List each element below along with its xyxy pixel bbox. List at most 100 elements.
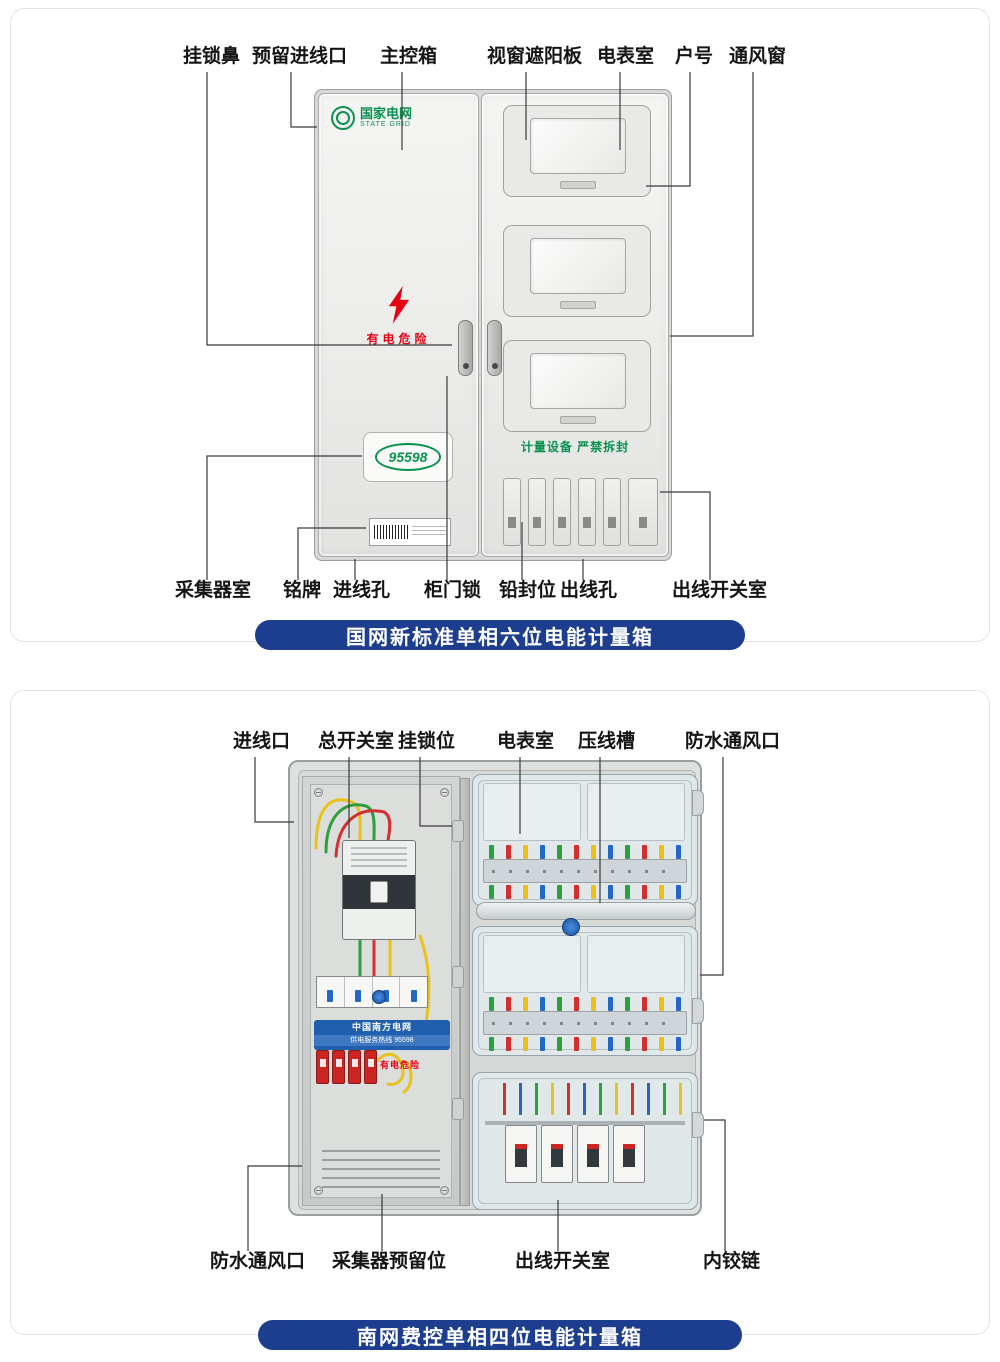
outlet-breaker: [613, 1125, 645, 1183]
meter-bay-outline: [483, 783, 581, 841]
terminal-strip: [483, 1011, 687, 1035]
house-number-slot: [560, 416, 596, 424]
padlock-latch-tab: [452, 966, 464, 988]
label-waterproof-vent-bottom: 防水通风口: [210, 1251, 306, 1272]
label-vent-window: 通风窗: [729, 46, 787, 67]
six-position-meter-cabinet: 国家电网 STATE GRID 有电危险 95598: [314, 89, 672, 561]
outlet-breaker: [541, 1125, 573, 1183]
switch-window: [603, 478, 621, 546]
south-grid-hotline: 供电服务热线 95598: [314, 1035, 450, 1046]
state-grid-emblem-icon: [331, 106, 355, 130]
brand-name-en: STATE GRID: [360, 121, 411, 129]
breaker-face-band: [343, 875, 415, 909]
brand-name: 国家电网: [360, 106, 413, 121]
panel2-title-banner: 南网费控单相四位电能计量箱: [258, 1320, 742, 1350]
label-reserved-inlet: 预留进线口: [252, 46, 348, 67]
right-door-handle: [487, 320, 502, 376]
outlet-switch-compartment-cover: [472, 1072, 698, 1210]
terminal-wire-stubs: [489, 845, 681, 859]
label-nameplate: 铭牌: [283, 580, 322, 601]
label-main-control-box: 主控箱: [380, 46, 438, 67]
four-position-meter-box: 中国南方电网 供电服务热线 95598 有电危险: [288, 760, 704, 1216]
mini-breaker: [400, 977, 427, 1007]
label-meter-room-2: 电表室: [497, 731, 555, 752]
meter-window-1: [503, 105, 651, 197]
switch-window-wide: [628, 478, 658, 546]
outlet-switch-windows: [503, 478, 658, 546]
seal-warning-text: 计量设备 严禁拆封: [520, 440, 630, 454]
meter-bay-outline: [587, 935, 685, 993]
breaker-wires: [503, 1083, 682, 1115]
label-outlet-switch-room-1: 出线开关室: [672, 580, 768, 601]
screw-icon: [314, 1186, 323, 1195]
switch-window: [578, 478, 596, 546]
label-inlet: 进线口: [233, 731, 291, 752]
meter-compartment-cover-top: [472, 774, 698, 906]
electric-danger-text: 有电危险: [366, 332, 431, 346]
nameplate-text-lines: [412, 526, 446, 538]
inner-hinge: [692, 998, 704, 1024]
cabinet-left-door: 国家电网 STATE GRID 有电危险 95598: [318, 93, 479, 557]
label-outlet-switch-room-2: 出线开关室: [515, 1251, 611, 1272]
label-main-switch-room: 总开关室: [318, 731, 395, 752]
meter-window-glass: [530, 353, 626, 409]
terminal-wire-stubs: [489, 997, 681, 1011]
label-padlock-hasp: 挂锁鼻: [183, 46, 241, 67]
meter-window-glass: [530, 118, 626, 174]
breaker-din-rail: [485, 1121, 685, 1125]
terminal-strip: [483, 859, 687, 883]
label-wire-clamp-slot: 压线槽: [578, 731, 636, 752]
mini-breaker: [345, 977, 373, 1007]
label-waterproof-vent-top: 防水通风口: [685, 731, 781, 752]
switch-window: [528, 478, 546, 546]
switch-window: [553, 478, 571, 546]
left-door-handle: [458, 320, 473, 376]
screw-icon: [440, 1186, 449, 1195]
label-meter-room-1: 电表室: [597, 46, 655, 67]
meter-bay-outline: [587, 783, 685, 841]
inner-hinge: [692, 1112, 704, 1138]
label-padlock-position: 挂锁位: [398, 731, 456, 752]
south-grid-name: 中国南方电网: [351, 1022, 412, 1032]
house-number-slot: [560, 301, 596, 309]
label-outlet-hole: 出线孔: [560, 580, 618, 601]
padlock-latch-tab: [452, 1098, 464, 1120]
label-house-number: 户号: [675, 46, 714, 67]
meter-window-2: [503, 225, 651, 317]
screw-icon: [314, 788, 323, 797]
collector-room-window: 95598: [363, 432, 453, 482]
electric-danger-text-2: 有电危险: [380, 1060, 421, 1070]
terminal-wire-stubs: [489, 885, 681, 899]
meter-compartment-cover-middle: [472, 926, 698, 1056]
house-number-slot: [560, 181, 596, 189]
barcode-graphic: [374, 525, 408, 539]
keyhole-icon: [463, 363, 469, 369]
din-rail-breakers: [316, 976, 428, 1008]
blue-thumbscrew-small: [372, 990, 386, 1004]
waterproof-vent-slots: [322, 1150, 440, 1190]
switch-window: [503, 478, 521, 546]
keyhole-icon: [492, 363, 498, 369]
label-inlet-hole: 进线孔: [333, 580, 391, 601]
hotline-95598-logo: 95598: [374, 443, 442, 471]
cabinet-right-door: 计量设备 严禁拆封: [481, 93, 669, 557]
state-grid-logo: 国家电网 STATE GRID: [331, 106, 412, 130]
meter-bay-outline: [483, 935, 581, 993]
inner-hinge: [692, 790, 704, 816]
outlet-breaker: [577, 1125, 609, 1183]
wire-clamp-bar: [476, 902, 696, 920]
meter-window-3: [503, 340, 651, 432]
surge-protector-modules: [316, 1050, 377, 1084]
label-lead-seal: 铅封位: [499, 580, 557, 601]
breaker-toggle: [370, 881, 388, 903]
mini-breaker: [317, 977, 345, 1007]
south-grid-label: 中国南方电网 供电服务热线 95598: [314, 1020, 450, 1050]
outlet-breakers: [505, 1125, 645, 1183]
label-collector-room: 采集器室: [175, 580, 252, 601]
terminal-wire-stubs: [489, 1037, 681, 1051]
center-partition: [460, 778, 470, 1206]
main-circuit-breaker: [342, 840, 416, 940]
label-inner-hinge: 内铰链: [703, 1251, 761, 1272]
label-door-lock: 柜门锁: [424, 580, 482, 601]
